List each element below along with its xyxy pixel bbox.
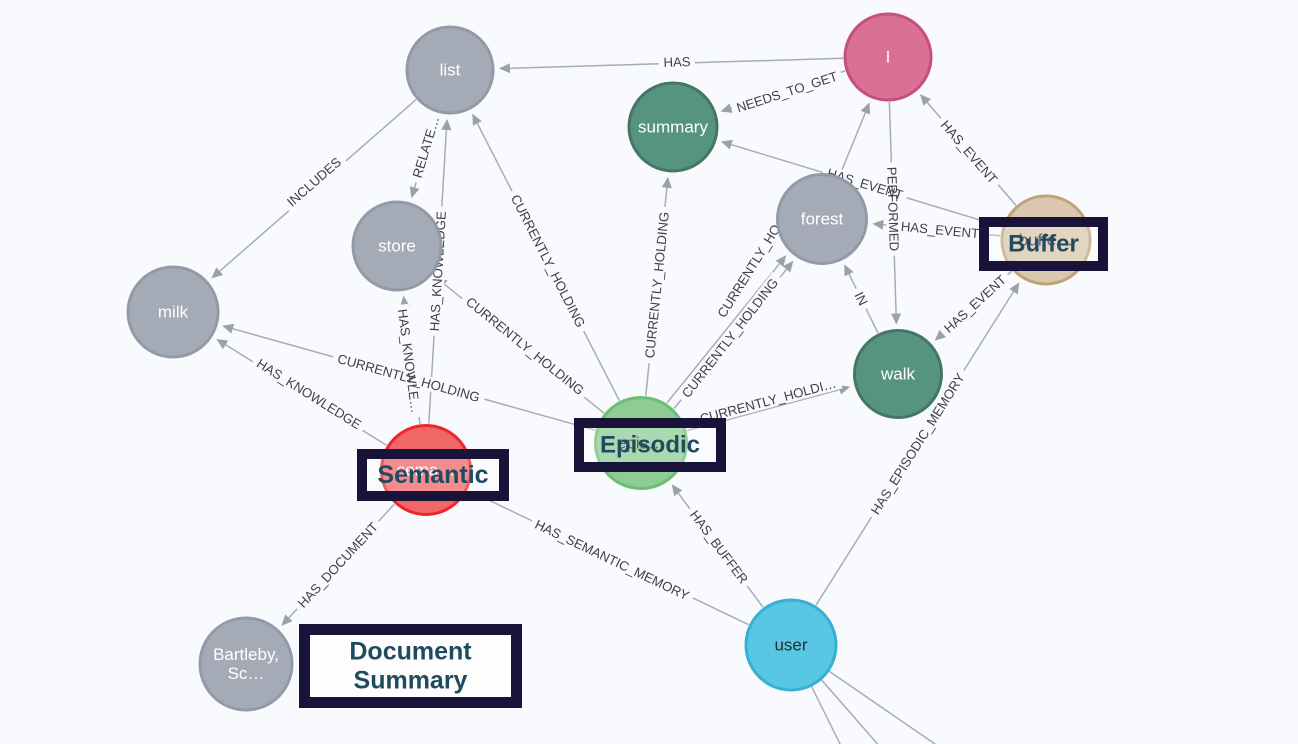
svg-text:store: store bbox=[378, 237, 416, 256]
svg-text:epis…: epis… bbox=[617, 434, 665, 453]
svg-text:Document: Document bbox=[349, 638, 472, 666]
svg-text:HAS: HAS bbox=[663, 54, 691, 70]
svg-text:buffe…: buffe… bbox=[1019, 231, 1074, 250]
svg-text:I: I bbox=[886, 48, 891, 67]
svg-text:Summary: Summary bbox=[354, 667, 468, 695]
svg-text:Episodic: Episodic bbox=[600, 432, 700, 459]
svg-text:list: list bbox=[440, 61, 461, 80]
svg-text:milk: milk bbox=[158, 303, 189, 322]
svg-text:Sc…: Sc… bbox=[228, 664, 265, 683]
svg-text:forest: forest bbox=[801, 210, 844, 229]
svg-text:user: user bbox=[774, 636, 807, 655]
svg-text:IN: IN bbox=[851, 289, 870, 307]
svg-text:sema…: sema… bbox=[397, 461, 456, 480]
svg-text:summary: summary bbox=[638, 118, 708, 137]
svg-text:Bartleby,: Bartleby, bbox=[213, 645, 279, 664]
svg-text:PERFORMED: PERFORMED bbox=[884, 167, 902, 252]
svg-text:Buffer: Buffer bbox=[1008, 231, 1079, 258]
svg-text:HAS_EVENT: HAS_EVENT bbox=[900, 219, 979, 241]
svg-text:Semantic: Semantic bbox=[377, 461, 488, 489]
svg-text:walk: walk bbox=[880, 365, 916, 384]
